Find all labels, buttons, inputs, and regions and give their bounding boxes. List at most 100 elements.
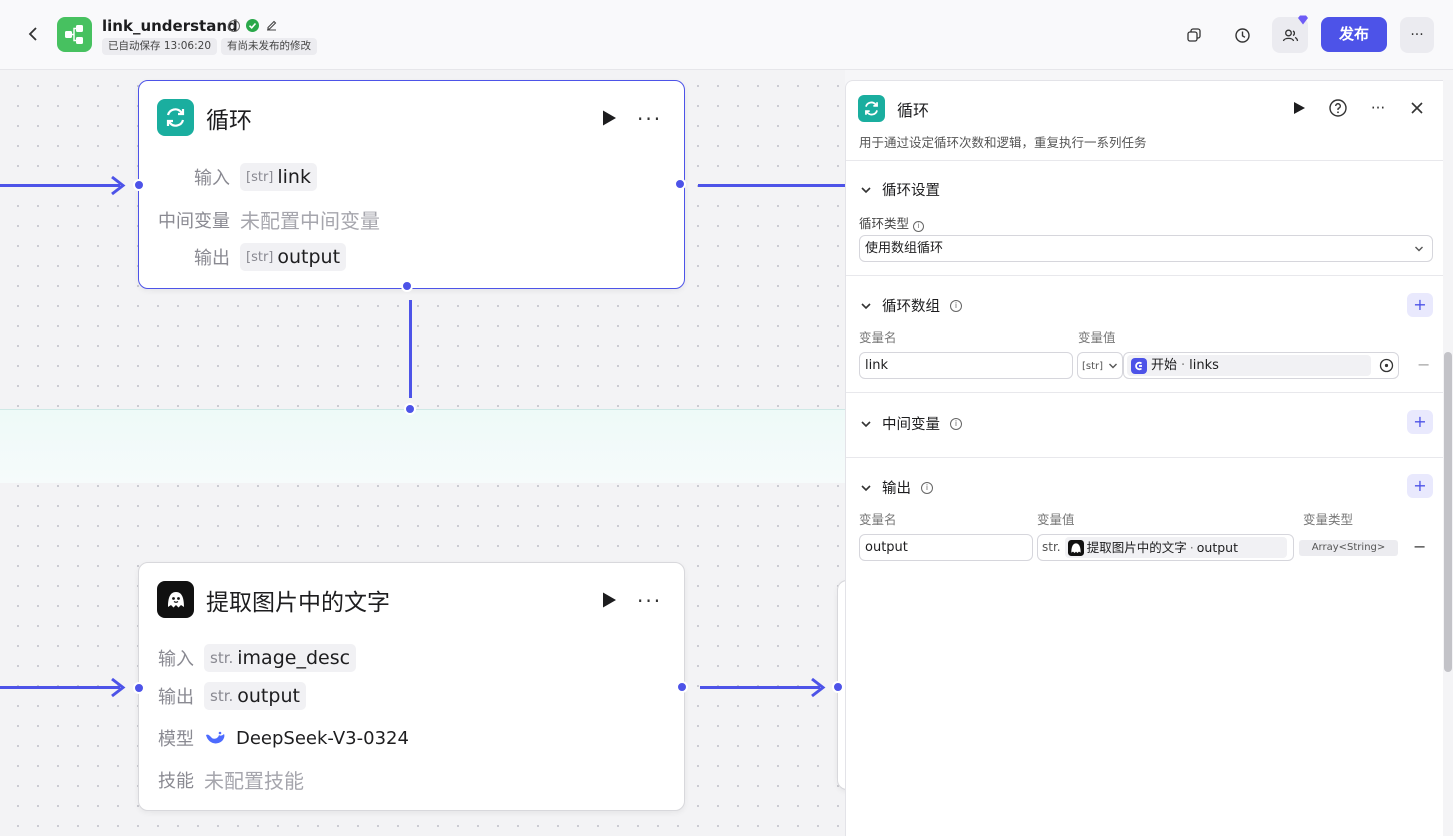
- type-label: str.: [210, 649, 234, 667]
- edit-icon[interactable]: [265, 19, 278, 32]
- ref-source: 提取图片中的文字: [1086, 540, 1187, 555]
- output-value: output: [277, 246, 341, 268]
- loop-type-label: 循环类型 i: [859, 213, 924, 232]
- info-icon[interactable]: i: [913, 221, 924, 232]
- team-button[interactable]: [1272, 15, 1308, 53]
- section-loop-array[interactable]: 循环数组 i: [860, 295, 962, 316]
- port[interactable]: [133, 179, 145, 191]
- plus-icon: +: [1413, 476, 1427, 495]
- node-head: 循环: [157, 99, 252, 136]
- check-circle-icon: [246, 19, 259, 32]
- port[interactable]: [401, 280, 413, 292]
- back-arrow-icon[interactable]: [25, 25, 43, 43]
- minus-icon[interactable]: −: [1417, 355, 1431, 374]
- more-icon[interactable]: ···: [637, 107, 663, 131]
- type-select[interactable]: [str]: [1077, 352, 1123, 379]
- edge-loop-body: [409, 300, 412, 398]
- section-mid-vars[interactable]: 中间变量 i: [860, 413, 962, 434]
- more-button[interactable]: ···: [1400, 17, 1434, 53]
- run-button[interactable]: [1289, 98, 1309, 118]
- output-chip: [str]output: [240, 243, 347, 271]
- info-icon[interactable]: i: [950, 417, 962, 430]
- node-title: 提取图片中的文字: [206, 589, 390, 616]
- add-mid-var-button[interactable]: +: [1407, 410, 1433, 434]
- help-button[interactable]: [1328, 98, 1348, 118]
- plus-icon: +: [1413, 295, 1427, 314]
- unpublished-tag: 有尚未发布的修改: [221, 38, 317, 55]
- value-header: 变量值: [1037, 512, 1075, 527]
- section-loop-settings[interactable]: 循环设置: [860, 179, 940, 200]
- mid-label: 中间变量: [158, 210, 230, 232]
- more-icon[interactable]: ···: [1370, 99, 1386, 117]
- chevron-down-icon: [861, 186, 871, 193]
- divider: [846, 275, 1444, 276]
- input-row: 输入 str.image_desc: [158, 644, 357, 672]
- panel-title: 循环: [897, 100, 930, 120]
- port[interactable]: [404, 403, 416, 415]
- play-icon[interactable]: [600, 591, 618, 609]
- team-icon: [1282, 29, 1298, 41]
- section-output[interactable]: 输出 i: [860, 477, 933, 498]
- loop-node[interactable]: 循环 ··· 输入 [str]link 中间变量 未配置中间变量 输出 [str…: [138, 80, 685, 289]
- publish-button[interactable]: 发布: [1321, 17, 1387, 52]
- output-ref[interactable]: str. 提取图片中的文字·output: [1037, 534, 1294, 561]
- llm-node[interactable]: 提取图片中的文字 ··· 输入 str.image_desc 输出 str.ou…: [138, 562, 685, 811]
- edge-out-loop: [698, 184, 845, 187]
- ref-field: output: [1196, 540, 1238, 555]
- mid-row: 中间变量 未配置中间变量: [158, 205, 380, 234]
- scroll-thumb[interactable]: [1444, 352, 1452, 672]
- name-header: 变量名: [859, 330, 897, 345]
- loop-body-area[interactable]: [0, 409, 845, 483]
- workflow-icon: [57, 17, 92, 52]
- premium-badge-icon: [1298, 15, 1308, 25]
- info-icon[interactable]: i: [921, 481, 933, 494]
- output-value: output: [237, 685, 300, 707]
- copy-button[interactable]: [1176, 17, 1212, 53]
- add-loop-array-button[interactable]: +: [1407, 293, 1433, 317]
- divider: [846, 392, 1444, 393]
- output-name-input[interactable]: output: [859, 534, 1033, 561]
- info-icon[interactable]: i: [228, 19, 240, 32]
- close-button[interactable]: [1407, 98, 1427, 118]
- port[interactable]: [674, 178, 686, 190]
- section-title: 输出: [882, 481, 911, 497]
- play-icon: [1294, 102, 1305, 114]
- workflow-canvas[interactable]: 循环 ··· 输入 [str]link 中间变量 未配置中间变量 输出 [str…: [0, 70, 845, 836]
- robot-icon: [157, 581, 194, 618]
- node-head: 提取图片中的文字: [157, 581, 390, 618]
- loop-type-value: 使用数组循环: [865, 241, 944, 256]
- section-title: 中间变量: [882, 417, 940, 433]
- output-row: 输出 [str]output: [194, 243, 347, 271]
- start-node-icon: [1131, 357, 1147, 374]
- history-button[interactable]: [1224, 17, 1260, 53]
- robot-icon: [1067, 539, 1084, 556]
- loop-var-ref[interactable]: 开始·links: [1123, 352, 1399, 379]
- minus-icon[interactable]: −: [1413, 537, 1427, 556]
- input-value: link: [277, 166, 311, 188]
- loop-type-select[interactable]: 使用数组循环: [859, 235, 1433, 262]
- add-output-button[interactable]: +: [1407, 474, 1433, 498]
- type-label: [str]: [1082, 361, 1104, 372]
- chevron-down-icon: [861, 484, 871, 491]
- play-icon[interactable]: [600, 109, 618, 127]
- target-icon[interactable]: [1379, 358, 1394, 373]
- type-label: [str]: [246, 249, 274, 265]
- panel-scrollbar[interactable]: [1443, 80, 1453, 836]
- panel-head: 循环: [858, 95, 929, 122]
- panel-description: 用于通过设定循环次数和逻辑，重复执行一系列任务: [859, 135, 1147, 150]
- type-label: str.: [210, 687, 234, 705]
- loop-var-name-input[interactable]: link: [859, 352, 1073, 379]
- more-icon[interactable]: ···: [637, 589, 663, 613]
- title-icons: i: [228, 19, 278, 32]
- input-value: image_desc: [237, 647, 351, 669]
- output-type-badge: Array<String>: [1299, 540, 1398, 556]
- input-chip: str.image_desc: [204, 644, 357, 672]
- input-chip: [str]link: [240, 163, 317, 191]
- port[interactable]: [676, 681, 688, 693]
- port[interactable]: [133, 682, 145, 694]
- ref-source: 开始: [1151, 358, 1178, 373]
- model-label: 模型: [158, 729, 194, 750]
- info-icon[interactable]: i: [950, 299, 962, 312]
- arrow-head-icon: [111, 677, 126, 698]
- port[interactable]: [832, 681, 844, 693]
